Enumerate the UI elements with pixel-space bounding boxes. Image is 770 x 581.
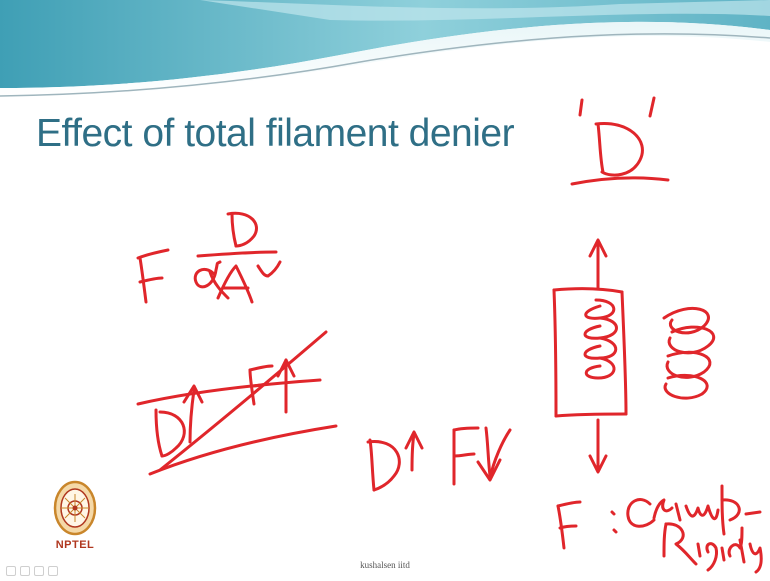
slide-menu-icon[interactable] xyxy=(34,566,44,576)
annotation-free-spring xyxy=(662,306,716,400)
annotation-graph xyxy=(136,330,338,476)
annotation-spring-diagram xyxy=(552,238,628,474)
nptel-logo-label: NPTEL xyxy=(55,539,95,551)
annotation-d-quoted xyxy=(570,96,670,186)
nptel-logo xyxy=(53,480,97,536)
annotation-f-crimp-rigidity xyxy=(556,484,763,574)
next-slide-icon[interactable] xyxy=(48,566,58,576)
pen-tool-icon[interactable] xyxy=(20,566,30,576)
header-wave-decoration xyxy=(0,0,770,110)
slide-footer-credit: kushalsen iitd xyxy=(360,560,410,570)
slide-title: Effect of total filament denier xyxy=(36,112,515,155)
annotation-d-up-f-down xyxy=(366,426,512,492)
playback-controls xyxy=(6,566,58,576)
annotation-f-proportional-d-over-a-squared xyxy=(136,211,282,304)
prev-slide-icon[interactable] xyxy=(6,566,16,576)
